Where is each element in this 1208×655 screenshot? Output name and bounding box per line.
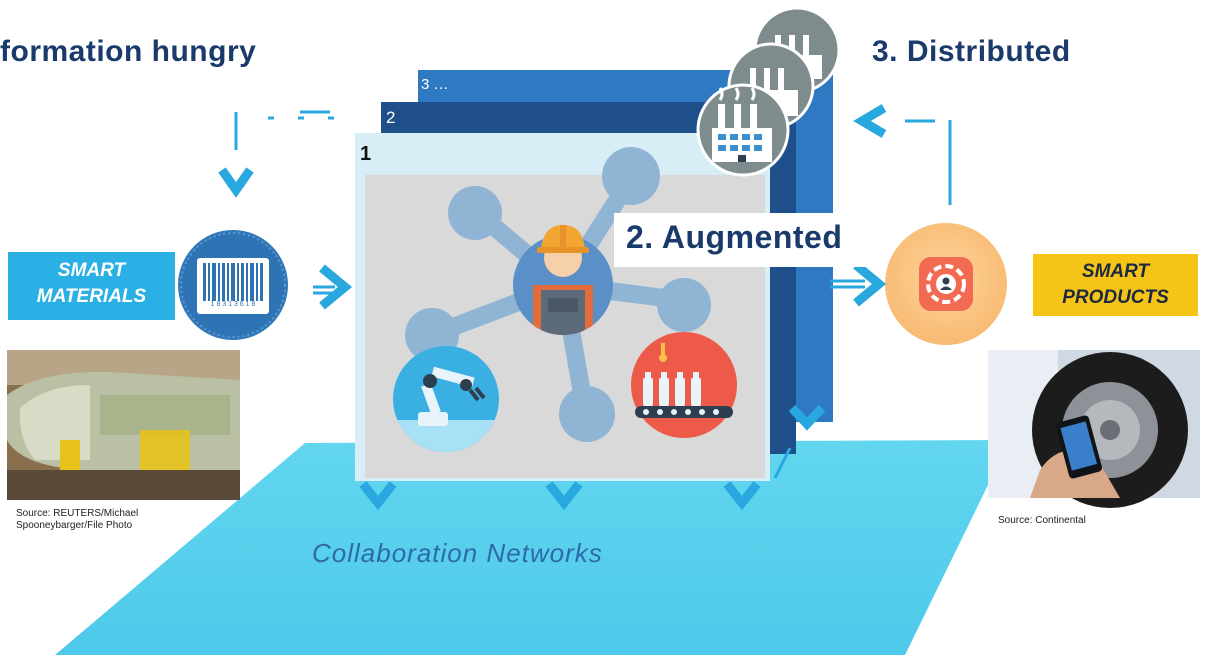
smart-materials-line1: SMART	[57, 260, 126, 281]
heading-augmented: 2. Augmented	[626, 219, 843, 255]
aircraft-photo	[7, 350, 240, 500]
layer-1-label: 1	[360, 143, 372, 165]
smart-products-label-bg	[1033, 254, 1198, 316]
augmented-label-bg	[614, 213, 876, 267]
smart-materials-line2: MATERIALS	[36, 286, 147, 307]
smart-products-label: SMART PRODUCTS	[1033, 259, 1198, 311]
barcode-icon	[178, 230, 288, 340]
connector-lines	[234, 110, 952, 295]
factory-icon	[696, 83, 790, 177]
worker-icon	[513, 225, 613, 335]
collaboration-platform	[55, 440, 1010, 655]
layer-3-label: 3 …	[421, 76, 449, 93]
chevron-down-icon	[545, 481, 583, 511]
smart-materials-label: SMART MATERIALS	[8, 258, 175, 310]
gear-user-icon	[885, 223, 1007, 345]
chevron-down-icon	[723, 481, 761, 511]
source-reuters-line1: Source: REUTERS/Michael	[16, 508, 139, 519]
smart-products-line1: SMART	[1081, 261, 1150, 282]
chevron-down-icon	[359, 481, 397, 511]
chevron-down-icon	[218, 167, 254, 198]
smart-materials-label-bg	[8, 252, 175, 320]
chevron-down-icon	[788, 404, 826, 431]
tire-photo	[988, 350, 1200, 508]
heading-distributed: 3. Distributed	[872, 35, 1071, 68]
source-continental: Source: Continental	[998, 515, 1086, 526]
source-reuters: Source: REUTERS/Michael Spooneybarger/Fi…	[16, 508, 138, 532]
chevron-right-icon	[853, 261, 887, 307]
robot-arm-icon	[393, 346, 499, 452]
smart-products-line2: PRODUCTS	[1062, 287, 1169, 308]
bottling-line-icon	[631, 332, 737, 438]
chevron-left-icon	[853, 104, 887, 138]
barcode-digits: 1 8 3 1 3 6 1 8	[210, 301, 256, 308]
chevron-arrows	[218, 104, 887, 511]
platform-label: Collaboration Networks	[312, 538, 603, 568]
connector-diagonal	[773, 447, 792, 479]
heading-information-hungry: formation hungry	[0, 35, 257, 68]
source-reuters-line2: Spooneybarger/File Photo	[16, 520, 133, 531]
network-nodes	[405, 147, 711, 442]
chevron-right-icon	[319, 264, 353, 310]
layer-2-label: 2	[386, 108, 396, 127]
